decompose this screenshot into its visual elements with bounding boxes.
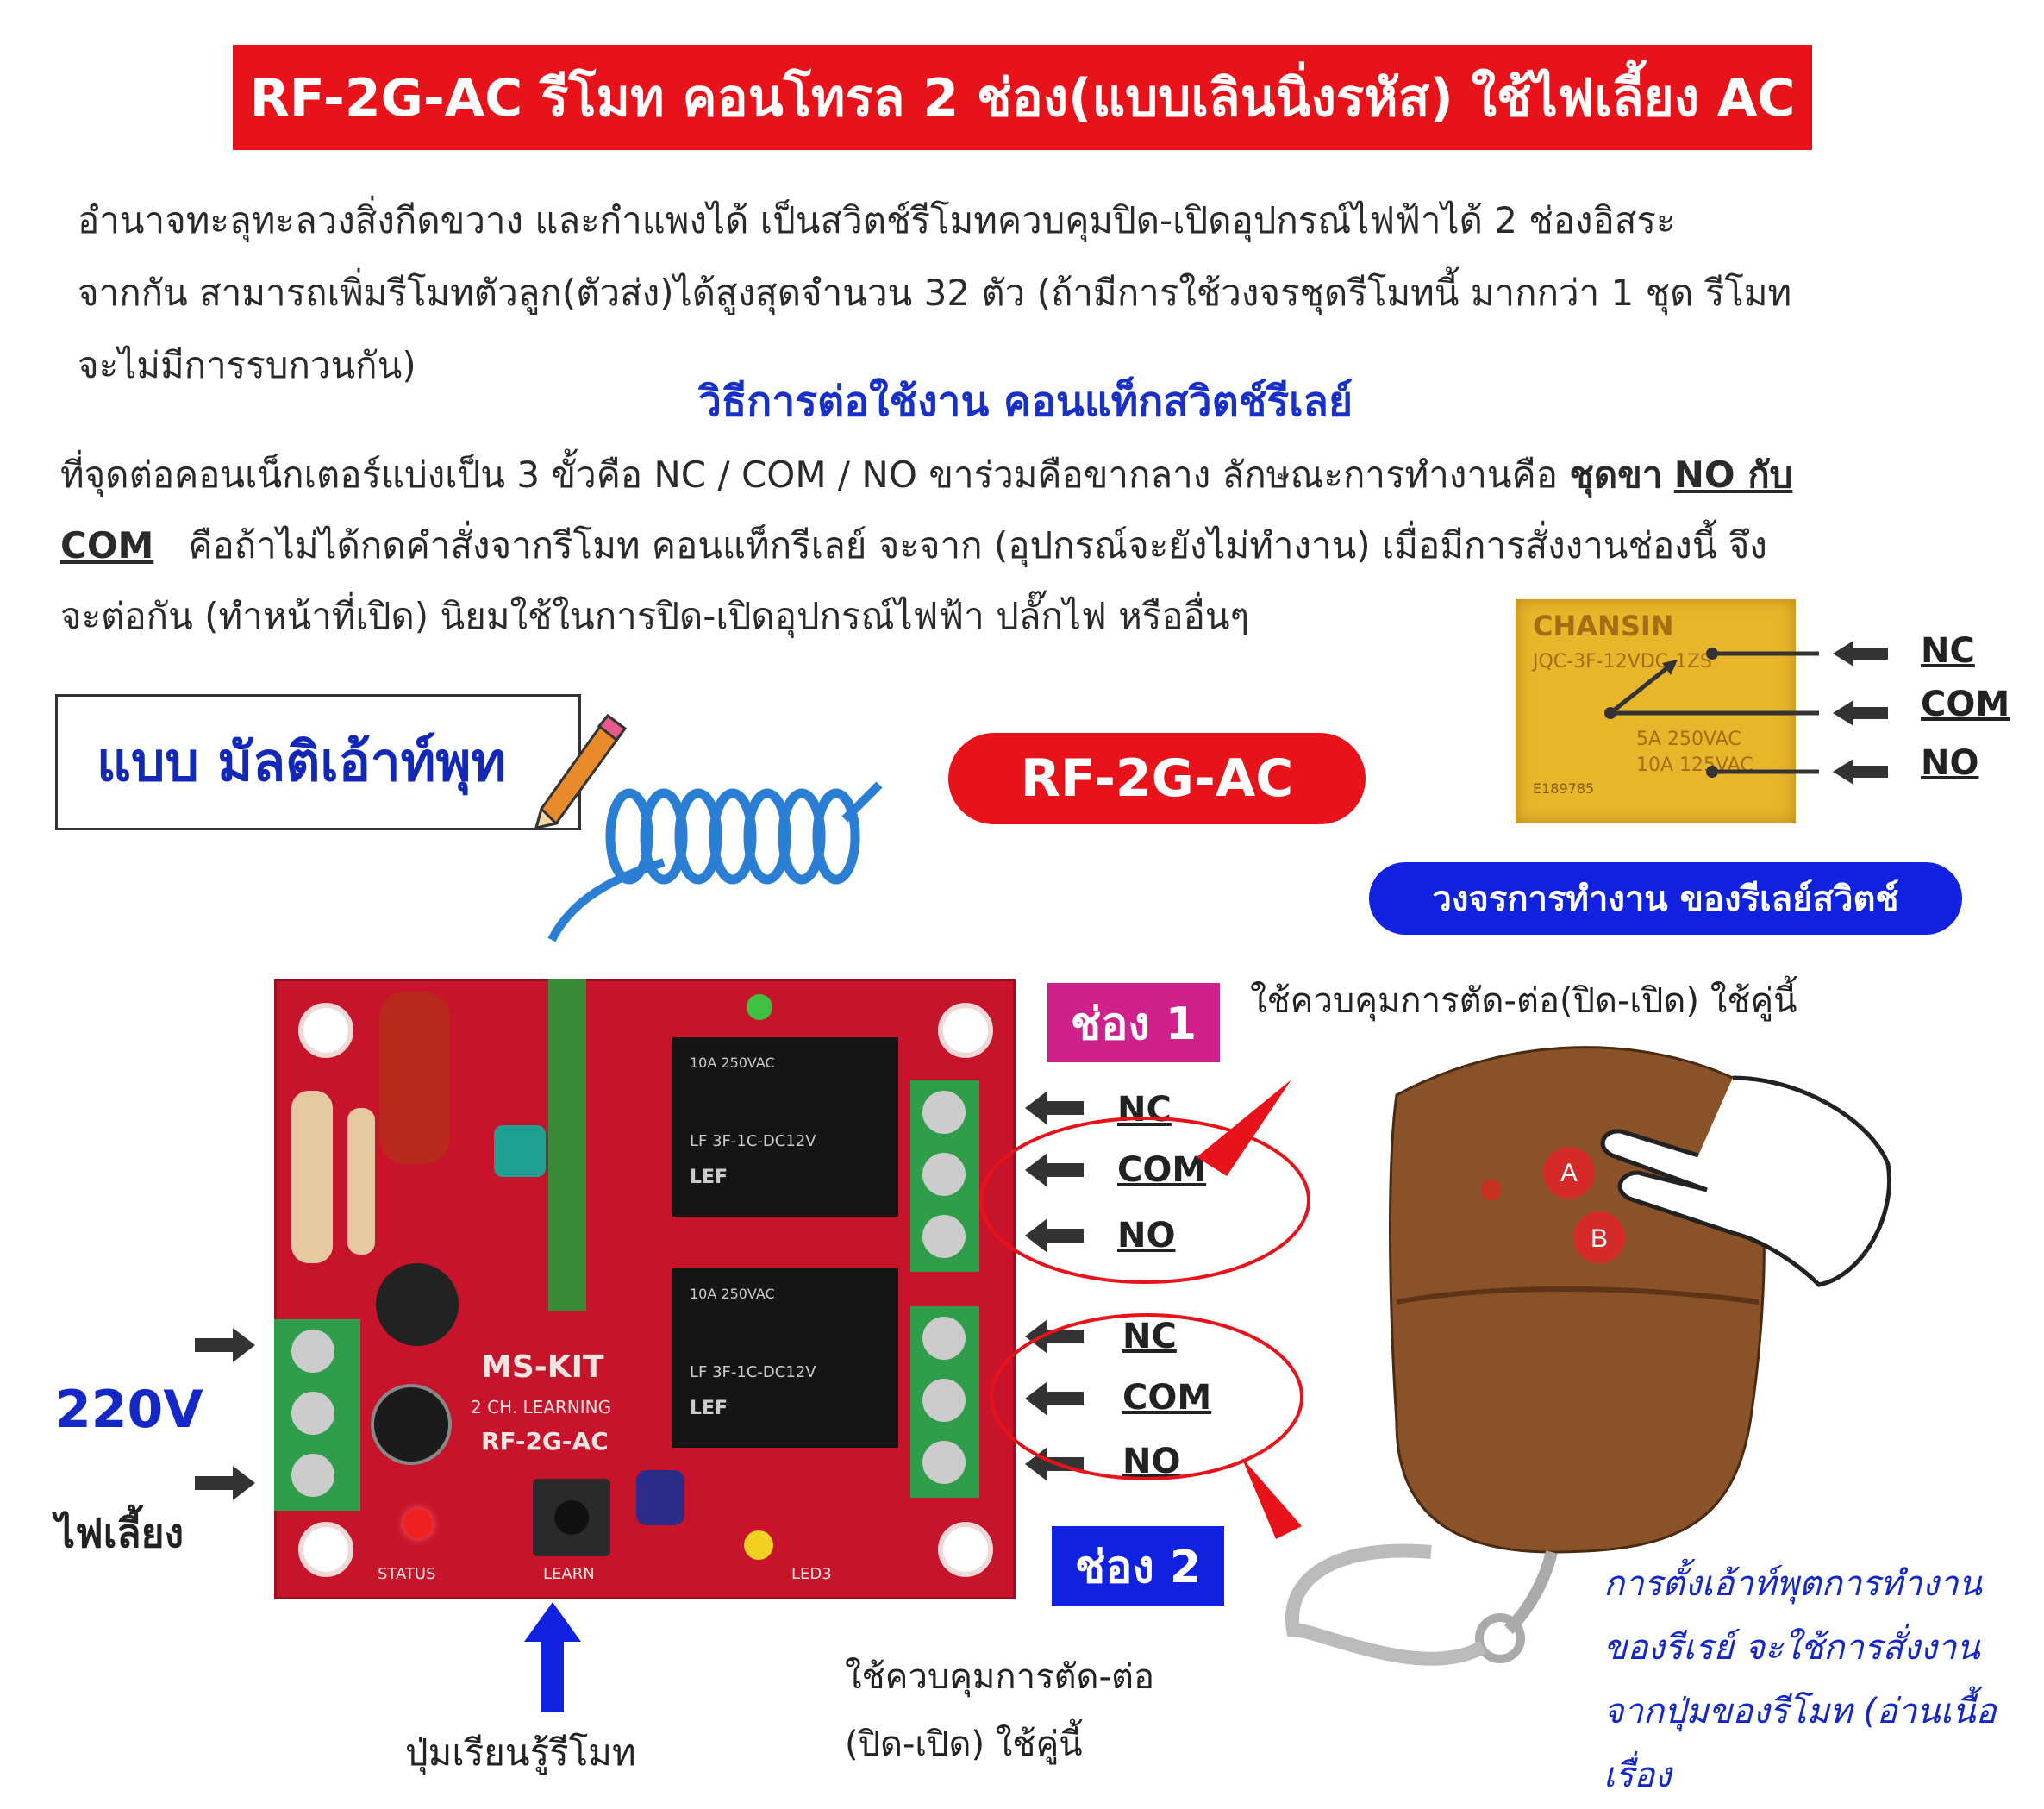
silk-status: STATUS — [378, 1565, 436, 1583]
circuit-pill-label: วงจรการทำงาน ของรีเลย์สวิตช์ — [1432, 879, 1899, 919]
remote-note: การตั้งเอ้าท์พุตการทำงาน ของรีเรย์ จะใช้… — [1603, 1552, 1997, 1807]
circuit-pill: วงจรการทำงาน ของรีเลย์สวิตช์ — [1369, 862, 1962, 935]
relay-rating: 5A 250VAC — [1636, 729, 1741, 750]
channel1-pin-no: NO — [1117, 1216, 1176, 1255]
relay-wiring-diagram — [1604, 641, 1888, 785]
film-capacitor — [379, 992, 450, 1164]
channel2-note-line: (ปิด-เปิด) ใช้คู่นี้ — [845, 1724, 1083, 1764]
relay-1: LEF LF 3F-1C-DC12V 10A 250VAC — [672, 1037, 898, 1217]
relay-2-brand: LEF — [690, 1398, 728, 1419]
body-paragraph: ที่จุดต่อคอนเน็กเตอร์แบ่งเป็น 3 ขั้วคือ … — [60, 440, 1792, 652]
channel1-pin-com: COM — [1117, 1150, 1207, 1190]
remote-note-line: ของรีเรย์ จะใช้การสั่งงาน — [1603, 1628, 1980, 1668]
learn-button-arrow — [524, 1602, 581, 1712]
channel2-note-line: ใช้ควบคุมการตัด-ต่อ — [845, 1657, 1154, 1697]
pencil-icon — [534, 713, 628, 829]
relay-pin-nc: NC — [1921, 631, 1975, 671]
mode-label-box: แบบ มัลติเอ้าท์พุท — [55, 694, 581, 830]
channel1-note: ใช้ควบคุมการตัด-ต่อ(ปิด-เปิด) ใช้คู่นี้ — [1250, 981, 1797, 1021]
pcb-board: LEF LF 3F-1C-DC12V 10A 250VAC LEF LF 3F-… — [274, 979, 1016, 1599]
learn-button[interactable] — [533, 1479, 610, 1556]
silk-learn: LEARN — [543, 1565, 595, 1583]
status-led — [403, 1509, 433, 1538]
learn-button-label: ปุ่มเรียนรู้รีโมท — [405, 1731, 636, 1774]
mount-hole — [298, 1003, 353, 1058]
mount-hole — [938, 1522, 993, 1577]
channel1-highlight — [979, 1080, 1310, 1284]
remote-button-a[interactable] — [1543, 1147, 1595, 1199]
relay-brand: CHANSIN — [1533, 610, 1674, 642]
led-green — [747, 994, 772, 1020]
channel1-label: ช่อง 1 — [1070, 998, 1197, 1050]
power-arrows — [195, 1328, 255, 1500]
body-emphasis: NO กับ — [1673, 454, 1793, 496]
mode-label: แบบ มัลติเอ้าท์พุท — [97, 730, 507, 793]
relay-code: E189785 — [1533, 780, 1595, 797]
bridge-rectifier — [376, 1263, 459, 1346]
relay-1-brand: LEF — [690, 1167, 728, 1188]
page-title: RF-2G-AC รีโมท คอนโทรล 2 ช่อง(แบบเลินนิ่… — [249, 67, 1796, 128]
title-banner: RF-2G-AC รีโมท คอนโทรล 2 ช่อง(แบบเลินนิ่… — [233, 45, 1812, 150]
channel1-badge: ช่อง 1 — [1047, 983, 1220, 1062]
remote-button-b[interactable] — [1573, 1211, 1625, 1263]
mount-hole — [298, 1522, 353, 1577]
section-heading: วิธีการต่อใช้งาน คอนแท็กสวิตช์รีเลย์ — [698, 378, 1353, 426]
relay-1-part: LF 3F-1C-DC12V — [690, 1132, 816, 1150]
body-line: จะต่อกัน (ทำหน้าที่เปิด) นิยมใช้ในการปิด… — [60, 595, 1250, 637]
silk-led3: LED3 — [791, 1565, 832, 1583]
remote-note-line: เรื่อง — [1603, 1756, 1672, 1795]
channel2-pin-com: COM — [1122, 1378, 1212, 1418]
relay-pin-com: COM — [1921, 685, 2010, 724]
terminal-block-ch2 — [910, 1306, 979, 1498]
board-model: RF-2G-AC — [481, 1427, 609, 1455]
remote-b-label: B — [1591, 1224, 1608, 1253]
remote-control: A B — [1285, 1046, 1891, 1666]
relay-2: LEF LF 3F-1C-DC12V 10A 250VAC — [672, 1268, 898, 1448]
channel2-note: ใช้ควบคุมการตัด-ต่อ (ปิด-เปิด) ใช้คู่นี้ — [845, 1643, 1154, 1778]
trimmer — [494, 1125, 546, 1177]
antenna-coil — [547, 781, 883, 942]
led3 — [744, 1530, 773, 1560]
relay-pin-no: NO — [1921, 743, 1979, 783]
model-pill: RF-2G-AC — [948, 733, 1366, 824]
channel1-arrows — [1025, 1091, 1084, 1253]
channel2-pin-no: NO — [1122, 1442, 1181, 1481]
electrolytic-capacitor — [371, 1384, 452, 1465]
intro-line: จะไม่มีการรบกวนกัน) — [78, 344, 416, 386]
relay-1-rating: 10A 250VAC — [690, 1055, 775, 1071]
relay-part: JQC-3F-12VDC-1ZS — [1533, 651, 1713, 673]
mount-hole — [938, 1003, 993, 1058]
intro-line: จากกัน สามารถเพิ่มรีโมทตัวลูก(ตัวส่ง)ได้… — [78, 272, 1792, 314]
small-capacitor — [636, 1470, 684, 1525]
power-voltage: 220V — [55, 1380, 203, 1440]
model-pill-label: RF-2G-AC — [1020, 748, 1294, 809]
rf-module — [548, 979, 586, 1311]
relay-2-part: LF 3F-1C-DC12V — [690, 1363, 816, 1381]
body-emphasis: COM — [60, 524, 154, 566]
remote-note-line: จากปุ่มของรีโมท (อ่านเนื้อ — [1603, 1692, 1997, 1731]
channel2-label: ช่อง 2 — [1074, 1541, 1202, 1593]
body-emphasis: ชุดขา — [1569, 454, 1663, 496]
body-text: คือถ้าไม่ได้กดคำสั่งจากรีโมท คอนแท็กรีเล… — [188, 524, 1767, 566]
terminal-block-ch1 — [910, 1080, 979, 1272]
power-label: ไฟเลี้ยง — [55, 1510, 184, 1556]
body-text: ที่จุดต่อคอนเน็กเตอร์แบ่งเป็น 3 ขั้วคือ … — [60, 454, 1570, 496]
channel2-pin-nc: NC — [1122, 1317, 1177, 1356]
remote-a-label: A — [1560, 1159, 1578, 1187]
relay-2-rating: 10A 250VAC — [690, 1286, 775, 1302]
channel1-pin-nc: NC — [1117, 1090, 1172, 1130]
resistor — [291, 1091, 333, 1263]
body-line: COM คือถ้าไม่ได้กดคำสั่งจากรีโมท คอนแท็ก… — [60, 510, 1792, 581]
intro-paragraph: อำนาจทะลุทะลวงสิ่งกีดขวาง และกำแพงได้ เป… — [78, 185, 1791, 402]
body-line: ที่จุดต่อคอนเน็กเตอร์แบ่งเป็น 3 ขั้วคือ … — [60, 440, 1792, 510]
remote-note-line: การตั้งเอ้าท์พุตการทำงาน — [1603, 1564, 1982, 1604]
board-sub: 2 CH. LEARNING — [471, 1397, 612, 1418]
terminal-block-power — [274, 1319, 360, 1511]
intro-line: อำนาจทะลุทะลวงสิ่งกีดขวาง และกำแพงได้ เป… — [78, 199, 1676, 241]
resistor — [347, 1108, 375, 1255]
channel2-highlight — [990, 1313, 1303, 1539]
board-name: MS-KIT — [481, 1349, 604, 1385]
channel2-badge: ช่อง 2 — [1052, 1526, 1224, 1606]
